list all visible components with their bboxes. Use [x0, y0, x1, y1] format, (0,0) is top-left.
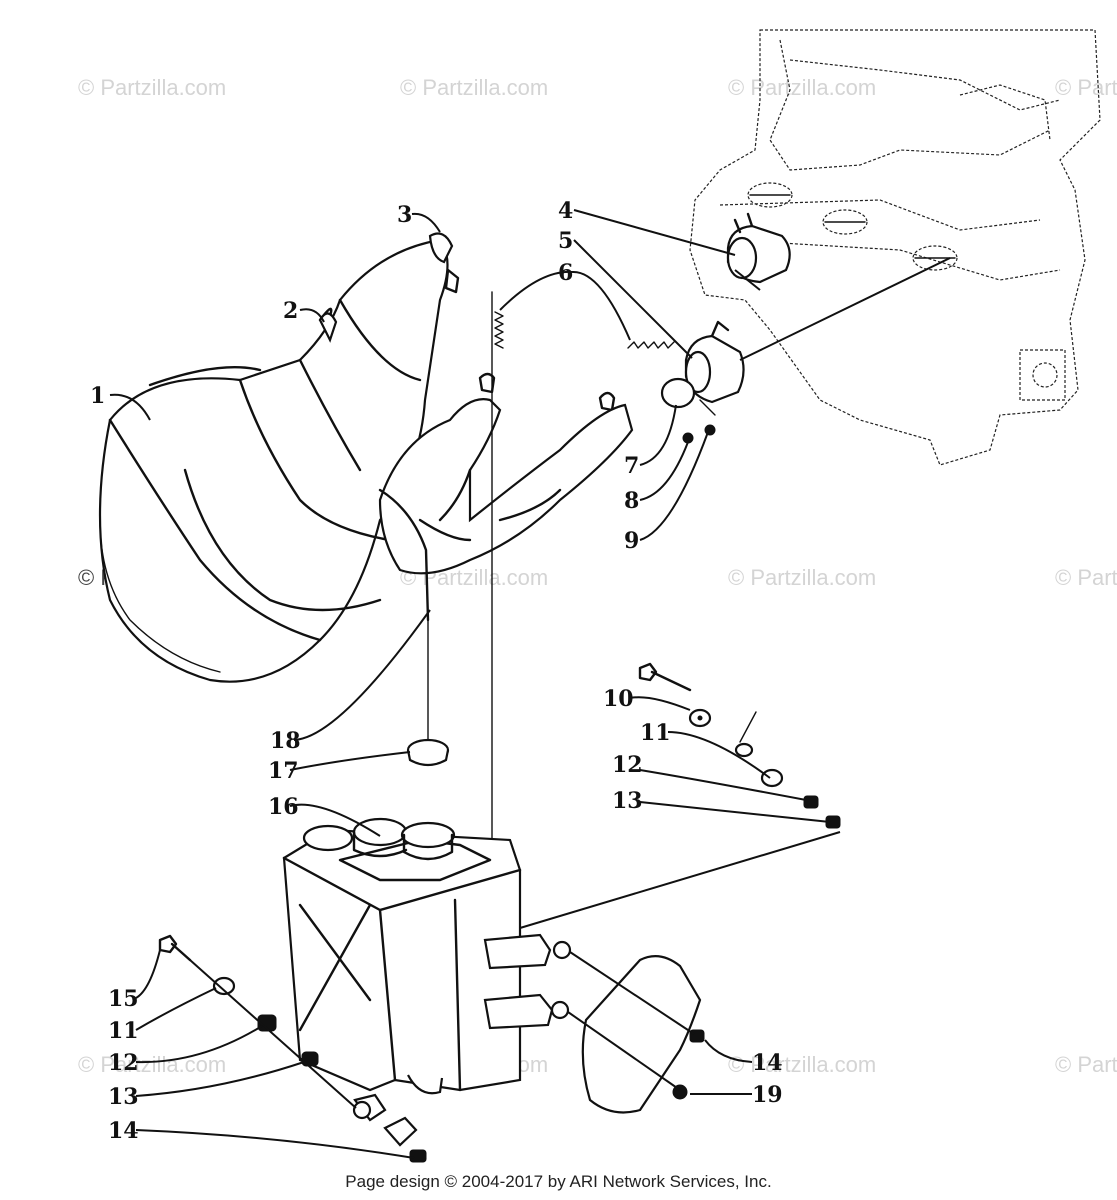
footer-copyright: Page design © 2004-2017 by ARI Network S…	[345, 1172, 772, 1191]
callout-13-lower: 13	[108, 1084, 139, 1110]
callout-12-upper: 12	[612, 752, 643, 778]
watermark-11: © Partzilla.com	[728, 1052, 876, 1077]
muffler-box	[282, 817, 554, 1122]
callout-14-lower: 14	[108, 1118, 139, 1144]
callout-9: 9	[624, 528, 639, 554]
callouts: 1 2 3 4 5 6 7 8 9 10 11 12 13 14 15 11 1…	[90, 198, 783, 1144]
callout-5: 5	[558, 228, 573, 254]
callout-18: 18	[270, 728, 301, 754]
manifold-flange	[726, 212, 791, 291]
callout-17: 17	[268, 758, 299, 784]
callout-12-lower: 12	[108, 1050, 139, 1076]
callout-6: 6	[558, 260, 573, 286]
callout-11-lower: 11	[108, 1018, 139, 1044]
watermark-2: © Partzilla.com	[400, 75, 548, 100]
callout-2: 2	[283, 298, 298, 324]
watermark-4: © Partzilla.com	[1055, 75, 1117, 100]
watermark-7: © Partzilla.com	[728, 565, 876, 590]
o-ring	[660, 377, 696, 409]
strap	[378, 488, 430, 622]
watermark-8: © Partzilla.com	[1055, 565, 1117, 590]
hardware	[158, 662, 841, 1163]
manifold-coupler	[660, 257, 951, 416]
callout-7: 7	[624, 453, 639, 479]
callout-1: 1	[90, 383, 105, 409]
grommet	[406, 738, 450, 767]
callout-14-right: 14	[752, 1050, 783, 1076]
callout-15: 15	[108, 986, 139, 1012]
springs	[494, 311, 675, 349]
callout-13-upper: 13	[612, 788, 643, 814]
callout-11-upper: 11	[640, 720, 671, 746]
expansion-chamber	[98, 232, 616, 683]
callout-19: 19	[752, 1082, 783, 1108]
callout-3: 3	[397, 202, 412, 228]
exhaust-pipe	[378, 398, 634, 575]
engine-block-outline	[689, 29, 1101, 466]
callout-4: 4	[558, 198, 573, 224]
callout-16: 16	[268, 794, 299, 820]
watermark-9: © Partzilla.com	[78, 1052, 226, 1077]
leader-lines	[109, 209, 841, 1159]
nut-8	[682, 432, 694, 444]
watermark-1: © Partzilla.com	[78, 75, 226, 100]
mounting-plate	[581, 955, 702, 1114]
watermark-12: © Partzilla.com	[1055, 1052, 1117, 1077]
watermark-3: © Partzilla.com	[728, 75, 876, 100]
callout-10: 10	[603, 686, 634, 712]
callout-8: 8	[624, 488, 639, 514]
